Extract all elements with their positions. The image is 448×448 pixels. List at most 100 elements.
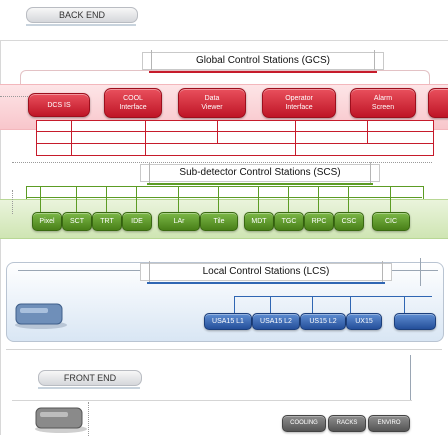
- scs-title-underline: [147, 183, 373, 185]
- gcs-title-underline: [149, 71, 377, 73]
- data-viewer-button[interactable]: Data Viewer: [178, 88, 246, 118]
- gcs-bracket-left: [151, 50, 152, 72]
- scs-grid-tick: [390, 186, 391, 212]
- operator-interface-line2: Interface: [285, 104, 313, 111]
- gcs-connection-grid: [36, 120, 434, 156]
- lcs-usa15-l2-button[interactable]: USA15 L2: [252, 313, 300, 330]
- scs-grid-tick: [76, 186, 77, 212]
- scs-sct-label: SCT: [70, 218, 84, 225]
- front-end-connector-drop: [410, 355, 411, 401]
- scs-grid-tick: [178, 186, 179, 212]
- gcs-connector-frame: [20, 70, 430, 85]
- cool-interface-line1: COOL: [123, 95, 143, 102]
- lcs-server-icon: [15, 303, 67, 329]
- gcs-grid-col: [145, 121, 146, 155]
- lcs-usa15-l1-button[interactable]: USA15 L1: [204, 313, 252, 330]
- scs-grid-row: [26, 197, 422, 198]
- lcs-bracket-right: [382, 261, 383, 283]
- gcs-grid-col: [217, 121, 218, 143]
- lcs-ux15-label: UX15: [355, 318, 373, 325]
- scs-bracket-right: [370, 162, 371, 184]
- scs-grid-tick: [348, 186, 349, 212]
- lcs-grid-tick: [312, 296, 313, 313]
- scs-lar-button[interactable]: LAr: [158, 212, 200, 231]
- scs-tgc-label: TGC: [281, 218, 297, 225]
- scs-grid-tick: [40, 186, 41, 212]
- scs-sct-button[interactable]: SCT: [62, 212, 92, 231]
- back-end-label: BACK END: [58, 10, 105, 20]
- scs-title-box: Sub-detector Control Stations (SCS): [140, 162, 380, 185]
- operator-interface-line1: Operator: [285, 95, 313, 102]
- front-end-label: FRONT END: [63, 373, 117, 383]
- scs-pixel-button[interactable]: Pixel: [32, 212, 62, 231]
- gcs-bracket-right: [374, 50, 375, 72]
- scs-rpc-label: RPC: [311, 218, 327, 225]
- alarm-screen-button[interactable]: Alarm Screen: [350, 88, 416, 118]
- lcs-title-box: Local Control Stations (LCS): [140, 261, 392, 284]
- lcs-title-underline: [147, 282, 385, 284]
- scs-trt-label: TRT: [100, 218, 114, 225]
- scs-bracket-left: [149, 162, 150, 184]
- lcs-usa15-l1-label: USA15 L1: [212, 318, 244, 325]
- lcs-grid-tick: [404, 296, 405, 313]
- gcs-scs-dotted-separator: [12, 162, 432, 163]
- scs-tgc-button[interactable]: TGC: [274, 212, 304, 231]
- scs-mdt-label: MDT: [251, 218, 267, 225]
- scs-lar-label: LAr: [173, 218, 185, 225]
- scs-ide-button[interactable]: IDE: [122, 212, 152, 231]
- front-end-separator: [6, 349, 442, 350]
- scs-csc-label: CSC: [341, 218, 357, 225]
- front-end-connector-line: [12, 400, 412, 401]
- dcs-is-button[interactable]: DCS IS: [28, 93, 90, 117]
- gcs-grid-col: [295, 121, 296, 155]
- scs-title: Sub-detector Control Stations (SCS): [179, 167, 341, 178]
- gcs-grid-col: [367, 121, 368, 143]
- cool-interface-button[interactable]: COOL Interface: [104, 88, 162, 118]
- gcs-extra-button[interactable]: [428, 88, 448, 118]
- lcs-grid-row: [234, 296, 432, 297]
- scs-trt-button[interactable]: TRT: [92, 212, 122, 231]
- back-end-underline: [26, 24, 136, 26]
- scs-grid-tick: [218, 186, 219, 212]
- lcs-ux15-button[interactable]: UX15: [346, 313, 382, 330]
- front-end-dotted-link: [88, 402, 89, 436]
- lcs-extra-button[interactable]: [394, 313, 436, 330]
- gcs-dotted-link: [0, 96, 30, 97]
- front-end-cooling-button[interactable]: COOLING: [282, 415, 326, 432]
- scs-tile-button[interactable]: Tile: [200, 212, 238, 231]
- front-end-tab: FRONT END: [38, 370, 142, 386]
- data-viewer-line2: Viewer: [201, 104, 223, 111]
- lcs-grid-tick: [234, 296, 235, 313]
- scs-csc-button[interactable]: CSC: [334, 212, 364, 231]
- front-end-racks-button[interactable]: RACKS: [328, 415, 366, 432]
- gcs-grid-row: [37, 131, 433, 132]
- lcs-usa15-l2-label: USA15 L2: [260, 318, 292, 325]
- scs-grid-tick: [106, 186, 107, 212]
- operator-interface-button[interactable]: Operator Interface: [262, 88, 336, 118]
- scs-cic-button[interactable]: CIC: [372, 212, 410, 231]
- scs-ide-label: IDE: [131, 218, 143, 225]
- lcs-grid-tick: [350, 296, 351, 313]
- data-viewer-line1: Data: [204, 95, 220, 102]
- back-end-frame-top: [0, 40, 448, 41]
- back-end-tab: BACK END: [26, 7, 138, 23]
- front-end-hardware-icon: [35, 407, 87, 433]
- scs-dotted-link: [12, 190, 13, 214]
- front-end-enviro-label: ENVIRO: [377, 420, 401, 426]
- scs-grid-tick: [318, 186, 319, 212]
- front-end-enviro-button[interactable]: ENVIRO: [368, 415, 410, 432]
- gcs-title-box: Global Control Stations (GCS): [142, 50, 384, 73]
- cool-interface-line2: Interface: [119, 104, 147, 111]
- lcs-us15-l2-button[interactable]: US15 L2: [300, 313, 346, 330]
- front-end-cooling-label: COOLING: [290, 420, 318, 426]
- gcs-grid-col: [71, 121, 72, 155]
- scs-mdt-button[interactable]: MDT: [244, 212, 274, 231]
- scs-pixel-label: Pixel: [39, 218, 55, 225]
- gcs-title: Global Control Stations (GCS): [196, 55, 330, 66]
- lcs-title: Local Control Stations (LCS): [202, 266, 330, 277]
- scs-cic-label: CIC: [384, 218, 398, 225]
- lcs-bracket-left: [149, 261, 150, 283]
- scs-grid-tick: [136, 186, 137, 212]
- scs-rpc-button[interactable]: RPC: [304, 212, 334, 231]
- scs-tile-label: Tile: [213, 218, 225, 225]
